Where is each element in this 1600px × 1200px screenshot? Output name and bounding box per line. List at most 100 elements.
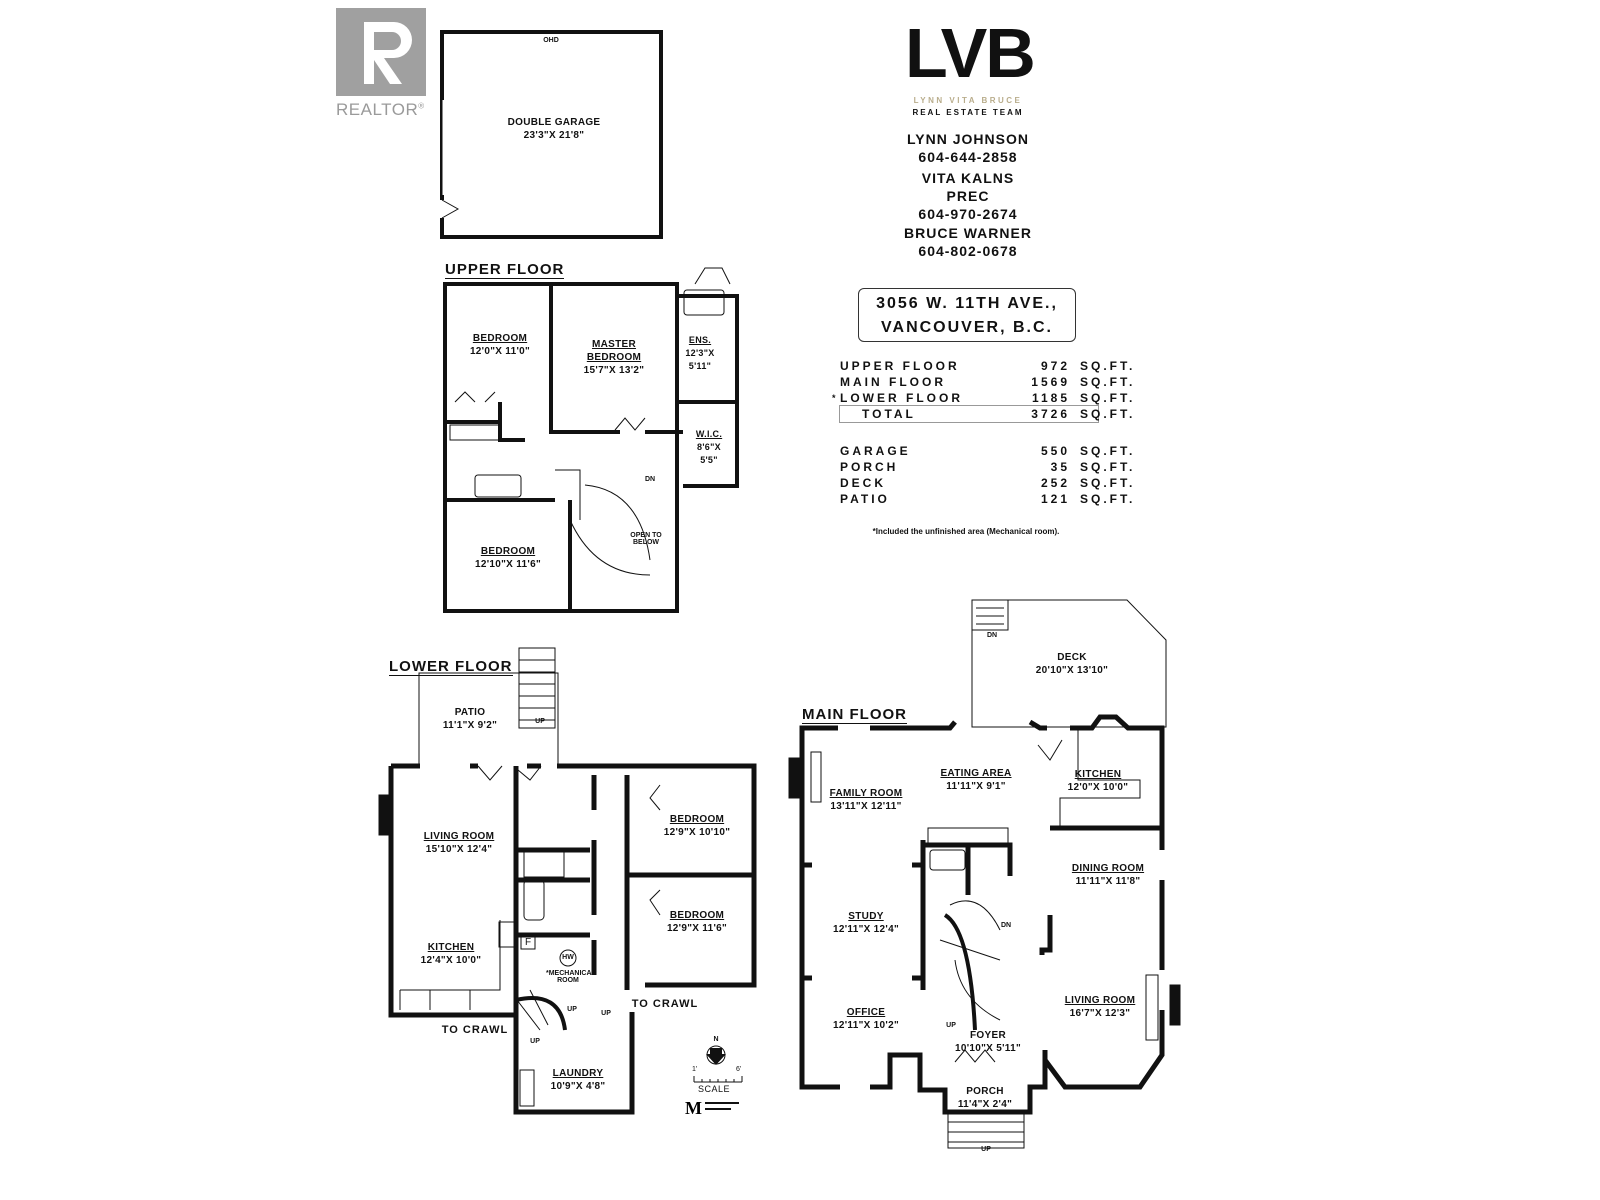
main-fireplace — [788, 757, 804, 799]
room-label: LAUNDRY 10'9"X 4'8" — [551, 1067, 606, 1093]
realtor-wordmark: REALTOR® — [336, 100, 425, 120]
room-label: LIVING ROOM 15'10"X 12'4" — [424, 830, 495, 856]
stair-down-label: DN — [644, 476, 656, 483]
area-unit: SQ.FT. — [1080, 476, 1136, 490]
mechanical-room-label: *MECHANICAL ROOM — [546, 970, 596, 984]
area-label: UPPER FLOOR — [840, 359, 960, 373]
scale-max: 6' — [736, 1066, 742, 1073]
room-name: DECK — [1057, 652, 1087, 663]
room-dims: 20'10"X 13'10" — [1035, 665, 1109, 676]
room-dims: 12'0"X 10'0" — [1067, 782, 1129, 793]
deck-outline — [971, 599, 1167, 728]
area-value: 1185 — [1031, 391, 1070, 405]
room-dims: 12'10"X 11'6" — [475, 559, 541, 570]
room-name: EATING AREA — [940, 768, 1012, 779]
room-dims: 12'4"X 10'0" — [420, 955, 482, 966]
hot-water-label: HW — [562, 954, 574, 961]
to-crawl-label: TO CRAWL — [631, 998, 699, 1010]
lower-floor-fixtures — [399, 647, 661, 1031]
room-name: OFFICE — [846, 1007, 886, 1018]
main-floor-title: MAIN FLOOR — [802, 706, 907, 724]
area-unit: SQ.FT. — [1080, 359, 1136, 373]
brand-subtitle: REAL ESTATE TEAM — [912, 108, 1024, 117]
room-name: LIVING ROOM — [423, 831, 495, 842]
stair-up-label: UP — [981, 1146, 991, 1153]
address-line2: VANCOUVER, B.C. — [881, 319, 1053, 336]
north-label: N — [713, 1036, 719, 1043]
measure-masters-logo: M — [685, 1097, 745, 1119]
room-name: ENS. — [688, 335, 712, 345]
room-dims: 15'10"X 12'4" — [425, 844, 493, 855]
area-label: LOWER FLOOR — [840, 391, 963, 405]
room-name: W.I.C. — [695, 429, 723, 439]
room-dims: 10'9"X 4'8" — [550, 1081, 606, 1092]
main-floor-fixtures — [810, 728, 1159, 1149]
room-name: BEDROOM — [480, 546, 536, 557]
area-value: 3726 — [1031, 407, 1070, 421]
stair-down-label: DN — [986, 632, 998, 639]
area-footnote: *Included the unfinished area (Mechanica… — [872, 527, 1060, 536]
room-name: FAMILY ROOM — [829, 788, 903, 799]
furnace-label: F — [524, 937, 532, 948]
contact-name: LYNN JOHNSON — [907, 131, 1029, 147]
stair-down-label: DN — [1000, 922, 1012, 929]
area-unit: SQ.FT. — [1080, 407, 1136, 421]
stair-up-label: UP — [567, 1006, 577, 1013]
area-unit: SQ.FT. — [1080, 444, 1136, 458]
registered-mark: ® — [418, 101, 425, 111]
lower-patio-stairs — [518, 647, 556, 729]
to-crawl-label: TO CRAWL — [441, 1024, 509, 1036]
room-dims: 23'3"X 21'8" — [523, 130, 585, 141]
room-dims: 11'11"X 11'8" — [1075, 876, 1141, 887]
realtor-logo — [336, 8, 426, 96]
room-name: LAUNDRY — [552, 1068, 604, 1079]
room-label: BEDROOM 12'10"X 11'6" — [475, 545, 541, 571]
room-dims: 12'11"X 10'2" — [833, 1020, 899, 1031]
room-name: DINING ROOM — [1071, 863, 1145, 874]
room-name: STUDY — [848, 911, 884, 922]
deck-stairs — [971, 599, 1009, 631]
room-dims: 15'7"X 13'2" — [583, 365, 645, 376]
contact-phone: 604-644-2858 — [918, 149, 1018, 165]
garage-door-label: OHD — [543, 37, 559, 44]
area-value: 550 — [1040, 444, 1070, 458]
room-dims: 11'4"X 2'4" — [957, 1099, 1013, 1110]
room-dims: 12'3"X 5'11" — [685, 348, 715, 371]
realtor-r-icon — [364, 22, 412, 84]
room-dims: 12'11"X 12'4" — [833, 924, 899, 935]
lower-laundry-washer — [519, 1069, 535, 1107]
room-label: DECK 20'10"X 13'10" — [1036, 651, 1108, 677]
area-marker: * — [832, 393, 839, 403]
stair-up-label: UP — [601, 1010, 611, 1017]
contact-name: VITA KALNS — [921, 170, 1015, 186]
scale-ruler — [693, 1076, 743, 1083]
contact-title: PREC — [946, 188, 990, 204]
lower-fireplace — [378, 794, 394, 836]
area-label: PORCH — [840, 460, 899, 474]
room-dims: 10'10"X 5'11" — [955, 1043, 1021, 1054]
upper-floor-title: UPPER FLOOR — [445, 261, 565, 279]
north-arrow: N — [704, 1036, 728, 1071]
room-label: STUDY 12'11"X 12'4" — [833, 910, 899, 936]
upper-floor-walls — [443, 282, 739, 613]
stair-up-label: UP — [530, 1038, 540, 1045]
room-dims: 16'7"X 12'3" — [1069, 1008, 1131, 1019]
area-unit: SQ.FT. — [1080, 391, 1136, 405]
area-value: 252 — [1040, 476, 1070, 490]
room-dims: 12'9"X 11'6" — [666, 923, 728, 934]
open-to-below-label: OPEN TO BELOW — [630, 532, 662, 546]
room-name: MASTER BEDROOM — [586, 339, 642, 363]
area-value: 121 — [1040, 492, 1070, 506]
contact-phone: 604-802-0678 — [918, 243, 1018, 259]
area-label: PATIO — [840, 492, 890, 506]
svg-text:M: M — [685, 1098, 702, 1118]
area-label: TOTAL — [862, 407, 916, 421]
main-living-fireplace — [1169, 984, 1181, 1026]
